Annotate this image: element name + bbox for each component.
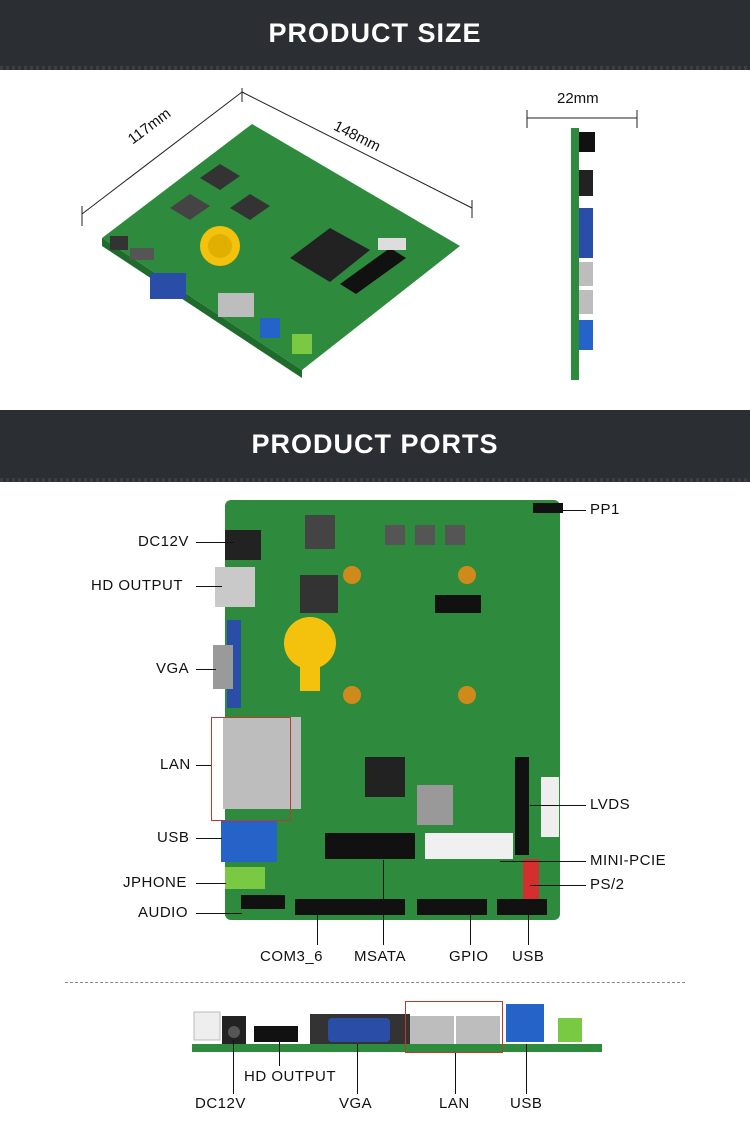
leader-lan xyxy=(196,765,211,766)
board-isometric-image xyxy=(81,88,473,378)
side-label-lan: LAN xyxy=(439,1095,470,1112)
lan-side-highlight-box xyxy=(405,1001,503,1053)
dashed-divider xyxy=(65,982,685,983)
leader-jphone xyxy=(196,883,226,884)
label-usb-left: USB xyxy=(157,829,190,846)
leader-mini-pcie xyxy=(500,861,586,862)
leader-usb-bottom xyxy=(528,915,529,945)
product-size-banner: PRODUCT SIZE xyxy=(0,0,750,70)
lan-highlight-box xyxy=(211,717,291,821)
label-lvds: LVDS xyxy=(590,796,631,813)
label-vga: VGA xyxy=(156,660,190,677)
label-jphone: JPHONE xyxy=(123,874,187,891)
label-hd-output: HD OUTPUT xyxy=(91,577,183,594)
leader-side-dc12v xyxy=(233,1040,234,1094)
leader-side-lan xyxy=(455,1053,456,1094)
side-label-vga: VGA xyxy=(339,1095,373,1112)
label-ps2: PS/2 xyxy=(590,876,625,893)
leader-msata xyxy=(383,860,384,945)
side-label-dc12v: DC12V xyxy=(195,1095,246,1112)
label-lan: LAN xyxy=(160,756,191,773)
leader-ps2 xyxy=(530,885,586,886)
label-usb-bottom: USB xyxy=(512,948,545,965)
product-ports-banner: PRODUCT PORTS xyxy=(0,410,750,482)
leader-com3-6 xyxy=(317,915,318,945)
leader-vga xyxy=(196,669,216,670)
leader-gpio xyxy=(470,915,471,945)
leader-side-usb xyxy=(526,1044,527,1094)
leader-dc12v xyxy=(196,542,234,543)
product-ports-title: PRODUCT PORTS xyxy=(251,428,499,459)
leader-usb-left xyxy=(196,838,222,839)
board-top-image xyxy=(213,500,563,920)
leader-side-hd-output xyxy=(279,1042,280,1066)
leader-hd-output xyxy=(196,586,222,587)
label-msata: MSATA xyxy=(354,948,406,965)
leader-audio xyxy=(196,913,242,914)
label-pp1: PP1 xyxy=(590,501,620,518)
leader-lvds xyxy=(530,805,586,806)
label-gpio: GPIO xyxy=(449,948,489,965)
side-label-hd-output: HD OUTPUT xyxy=(244,1068,336,1085)
label-dc12v: DC12V xyxy=(138,533,189,550)
board-edge-image xyxy=(192,1004,602,1052)
label-com3-6: COM3_6 xyxy=(260,948,324,965)
side-label-usb: USB xyxy=(510,1095,543,1112)
board-side-image xyxy=(526,110,638,380)
leader-pp1 xyxy=(552,510,586,511)
product-size-title: PRODUCT SIZE xyxy=(268,17,482,48)
height-dimension-label: 22mm xyxy=(557,90,599,107)
label-mini-pcie: MINI-PCIE xyxy=(590,852,667,869)
leader-side-vga xyxy=(357,1044,358,1094)
label-audio: AUDIO xyxy=(138,904,189,921)
